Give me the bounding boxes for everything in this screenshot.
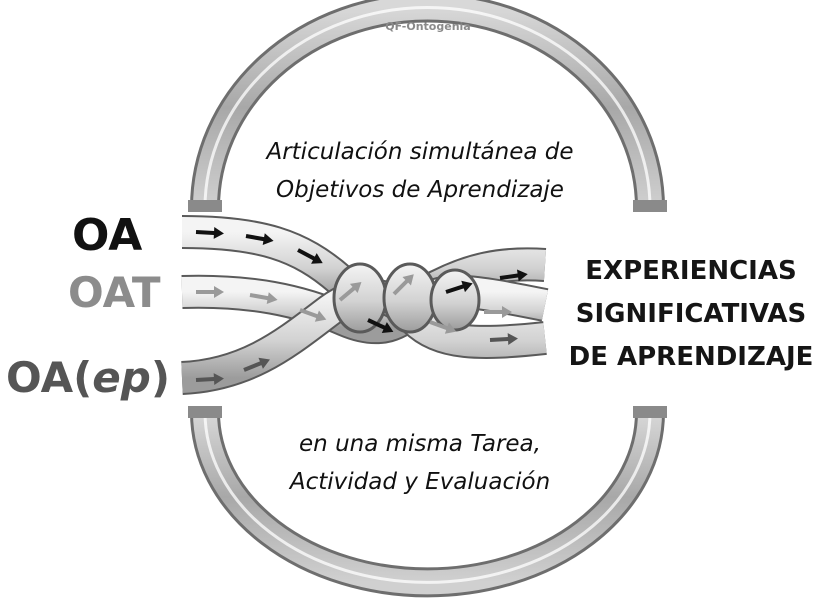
bottom-ring-arc [188,406,667,598]
arrow-right-icon [249,292,278,305]
watermark-text: QF-Ontogenia [385,20,471,33]
bottom-caption-line2: Actividad y Evaluación [289,469,551,495]
arrow-right-icon [243,357,270,372]
label-oaep-suffix: ) [150,353,171,402]
arrow-right-icon [489,333,518,346]
arrow-right-icon [338,282,362,302]
label-oaep-italic: ep [92,353,151,402]
top-caption: Articulación simultánea de Objetivos de … [240,133,600,209]
arrow-right-icon [195,373,224,386]
arrow-right-icon [196,286,224,298]
arrow-right-icon [392,274,414,296]
top-ring-arc [188,0,667,212]
flow-arrows [195,226,528,386]
top-caption-line2: Objetivos de Aprendizaje [276,177,564,203]
label-oaep-prefix: OA( [6,353,93,402]
label-oa: OA [72,210,143,261]
label-oat: OAT [68,268,161,317]
arrow-right-icon [195,226,224,239]
arrow-right-icon [299,308,327,322]
bottom-caption-line1: en una misma Tarea, [299,431,541,457]
knot-2 [382,262,438,334]
result-line3: DE APRENDIZAJE [568,342,814,372]
arrow-right-icon [445,280,473,294]
arrow-right-icon [297,248,323,264]
arrow-right-icon [484,306,512,318]
knot-3 [429,268,481,332]
bottom-caption: en una misma Tarea, Actividad y Evaluaci… [250,425,590,501]
result-heading: EXPERIENCIAS SIGNIFICATIVAS DE APRENDIZA… [546,250,835,379]
arrow-right-icon [429,320,457,334]
arrow-right-icon [499,269,528,282]
arrow-right-icon [245,233,274,246]
top-caption-line1: Articulación simultánea de [266,139,574,165]
arrow-right-icon [367,318,394,334]
label-oaep: OA(ep) [6,353,170,402]
result-line2: SIGNIFICATIVAS [575,299,807,329]
result-line1: EXPERIENCIAS [585,256,797,286]
braided-rope-icon [180,215,549,395]
